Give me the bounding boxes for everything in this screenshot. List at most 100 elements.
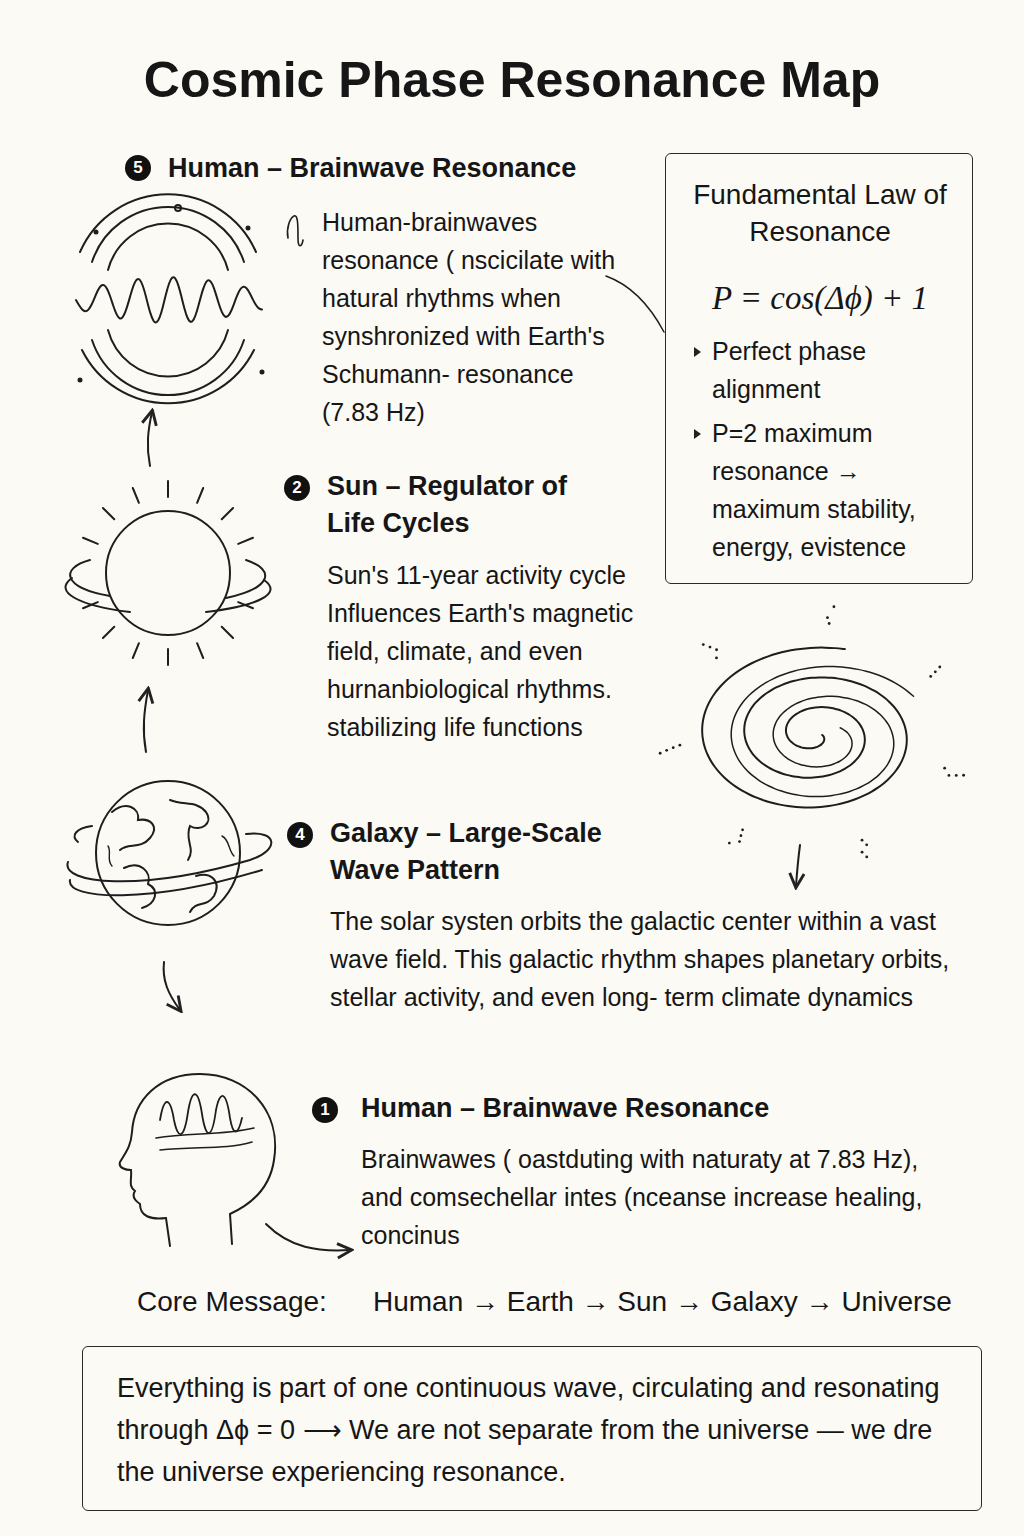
section-text: Sun's 11-year activity cycle Influences …: [327, 556, 657, 746]
earth-globe: [190, 875, 217, 912]
text-run: Fundamental Law of Resonance: [693, 179, 947, 247]
spiral-galaxy: [741, 828, 744, 831]
sun-illustration: [83, 481, 253, 665]
sun-illustration: [133, 488, 139, 503]
section-text: Brainwawes ( oastduting with naturaty at…: [361, 1140, 936, 1254]
sun-illustration: [167, 481, 169, 497]
wave-rings: [175, 205, 181, 211]
human-head: [120, 1074, 275, 1246]
spiral-galaxy: [740, 834, 743, 837]
message-box: Everything is part of one continuous wav…: [82, 1346, 982, 1511]
spiral-galaxy: [938, 666, 941, 669]
spiral-galaxy: [865, 856, 868, 859]
spiral-galaxy: [929, 675, 932, 678]
spiral-galaxy: [728, 842, 731, 845]
spiral-galaxy: [672, 746, 675, 749]
spiral-galaxy: [828, 622, 831, 625]
wave-rings: [76, 194, 303, 403]
sun-illustration: [226, 560, 265, 598]
spiral-galaxy: [731, 667, 913, 797]
spiral-galaxy: [934, 670, 937, 673]
sun-illustration: [238, 602, 253, 608]
callout-number: 4: [287, 822, 313, 848]
spiral-galaxy: [678, 744, 681, 747]
text-run: Everything is part of one continuous wav…: [117, 1373, 940, 1487]
callout-number: 2: [284, 475, 310, 501]
sun-illustration: [106, 511, 230, 635]
bottom-text: Everything is part of one continuous wav…: [117, 1367, 951, 1493]
spiral-galaxy: [659, 752, 662, 755]
section-text: Human-brainwaves resonance ( nscicilate …: [322, 203, 622, 431]
flow-arrow: [148, 412, 152, 466]
earth-globe: [67, 781, 271, 925]
sun-illustration: [65, 481, 270, 665]
spiral-galaxy: [865, 843, 868, 846]
wave-rings: [76, 277, 262, 322]
section-heading: Human – Brainwave Resonance: [361, 1090, 861, 1127]
sun-illustration: [65, 578, 130, 612]
earth-globe: [67, 833, 271, 881]
spiral-galaxy: [861, 851, 864, 854]
sun-illustration: [167, 649, 169, 665]
spiral-galaxy: [709, 646, 712, 649]
sun-illustration: [83, 602, 98, 608]
wave-rings: [79, 379, 82, 382]
sun-illustration: [238, 538, 253, 544]
callout-number: 1: [312, 1097, 338, 1123]
earth-globe: [108, 846, 112, 866]
leader-line: [606, 276, 664, 332]
law-formula: P = cos(Δϕ) + 1: [686, 276, 954, 320]
wave-rings: [108, 330, 228, 376]
text-run: P=2 maximum resonance → maximum stabilit…: [712, 419, 916, 561]
spiral-galaxy: [943, 767, 946, 770]
law-box: Fundamental Law of Resonance P = cos(Δϕ) …: [665, 153, 973, 584]
text-run: P = cos(Δϕ) + 1: [712, 280, 928, 316]
section-heading: Galaxy – Large-Scale Wave Pattern: [330, 815, 650, 889]
sun-illustration: [103, 627, 114, 638]
spiral-galaxy: [955, 774, 958, 777]
sun-illustration: [133, 643, 139, 658]
flow-arrow: [266, 1224, 350, 1250]
spiral-galaxy: [738, 840, 741, 843]
flow-arrow: [796, 845, 800, 886]
core-message-label: Core Message:: [137, 1283, 327, 1321]
sun-illustration: [83, 538, 98, 544]
spiral-galaxy: [665, 749, 668, 752]
spiral-galaxy: [702, 648, 907, 808]
title: Cosmic Phase Resonance Map: [0, 50, 1024, 110]
law-title: Fundamental Law of Resonance: [686, 176, 954, 250]
spiral-galaxy: [962, 774, 965, 777]
flow-arrow: [164, 962, 180, 1010]
earth-globe: [96, 781, 240, 925]
bullet-marker: [694, 347, 701, 357]
core-message-chain: Human → Earth → Sun → Galaxy → Universe: [373, 1283, 952, 1321]
spiral-galaxy: [948, 774, 951, 777]
earth-globe: [170, 800, 208, 860]
spiral-galaxy: [861, 839, 864, 842]
wave-rings: [247, 227, 250, 230]
sun-illustration: [197, 643, 203, 658]
spiral-galaxy: [659, 605, 965, 858]
section-heading: Human – Brainwave Resonance: [168, 150, 648, 187]
spiral-galaxy: [826, 616, 829, 619]
wave-rings: [80, 194, 256, 252]
illustration: [65, 194, 965, 1250]
sun-illustration: [222, 508, 233, 519]
earth-globe: [222, 836, 234, 856]
wave-rings: [287, 216, 303, 246]
human-head: [160, 1094, 242, 1134]
wave-rings: [108, 224, 228, 270]
sun-illustration: [222, 627, 233, 638]
callout-number: 5: [125, 155, 151, 181]
earth-globe: [74, 826, 92, 842]
earth-globe: [112, 806, 154, 850]
human-head: [156, 1128, 254, 1138]
spiral-galaxy: [833, 605, 836, 608]
wave-rings: [261, 371, 264, 374]
section-text: The solar systen orbits the galactic cen…: [330, 902, 955, 1016]
human-head: [120, 1074, 275, 1246]
earth-globe: [70, 870, 262, 895]
sun-illustration: [103, 508, 114, 519]
wave-rings: [95, 231, 98, 234]
spiral-galaxy: [715, 648, 718, 651]
